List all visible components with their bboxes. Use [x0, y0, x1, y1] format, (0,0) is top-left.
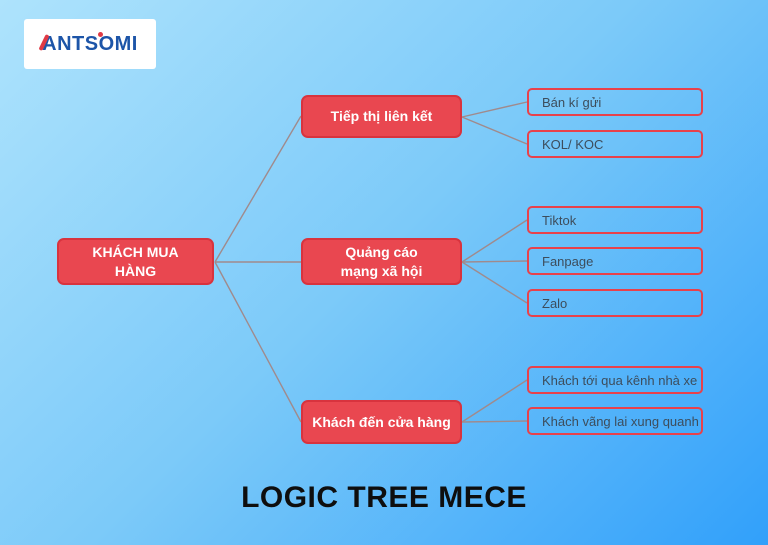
leaf-node-ban-ki-gui: Bán kí gửi: [527, 88, 703, 116]
branch-node-khach-den-cua-hang: Khách đến cửa hàng: [301, 400, 462, 444]
antsomi-logo-text: ANTSOMI: [42, 32, 138, 55]
leaf-node-tiktok: Tiktok: [527, 206, 703, 234]
branch-node-tiep-thi-lien-ket: Tiếp thị liên kết: [301, 95, 462, 138]
branch-node-quang-cao-mang-xa-hoi: Quảng cáo mạng xã hội: [301, 238, 462, 285]
leaf-node-khach-vang-lai-xung-quanh: Khách vãng lai xung quanh: [527, 407, 703, 435]
logo-red-dot-icon: [98, 32, 103, 37]
antsomi-logo: ANTSOMI: [24, 19, 156, 69]
leaf-node-zalo: Zalo: [527, 289, 703, 317]
root-node-khach-mua-hang: KHÁCH MUA HÀNG: [57, 238, 214, 285]
leaf-node-fanpage: Fanpage: [527, 247, 703, 275]
page-title: LOGIC TREE MECE: [241, 481, 527, 514]
leaf-node-kol-koc: KOL/ KOC: [527, 130, 703, 158]
leaf-node-khach-toi-qua-kenh-nha-xe: Khách tới qua kênh nhà xe: [527, 366, 703, 394]
